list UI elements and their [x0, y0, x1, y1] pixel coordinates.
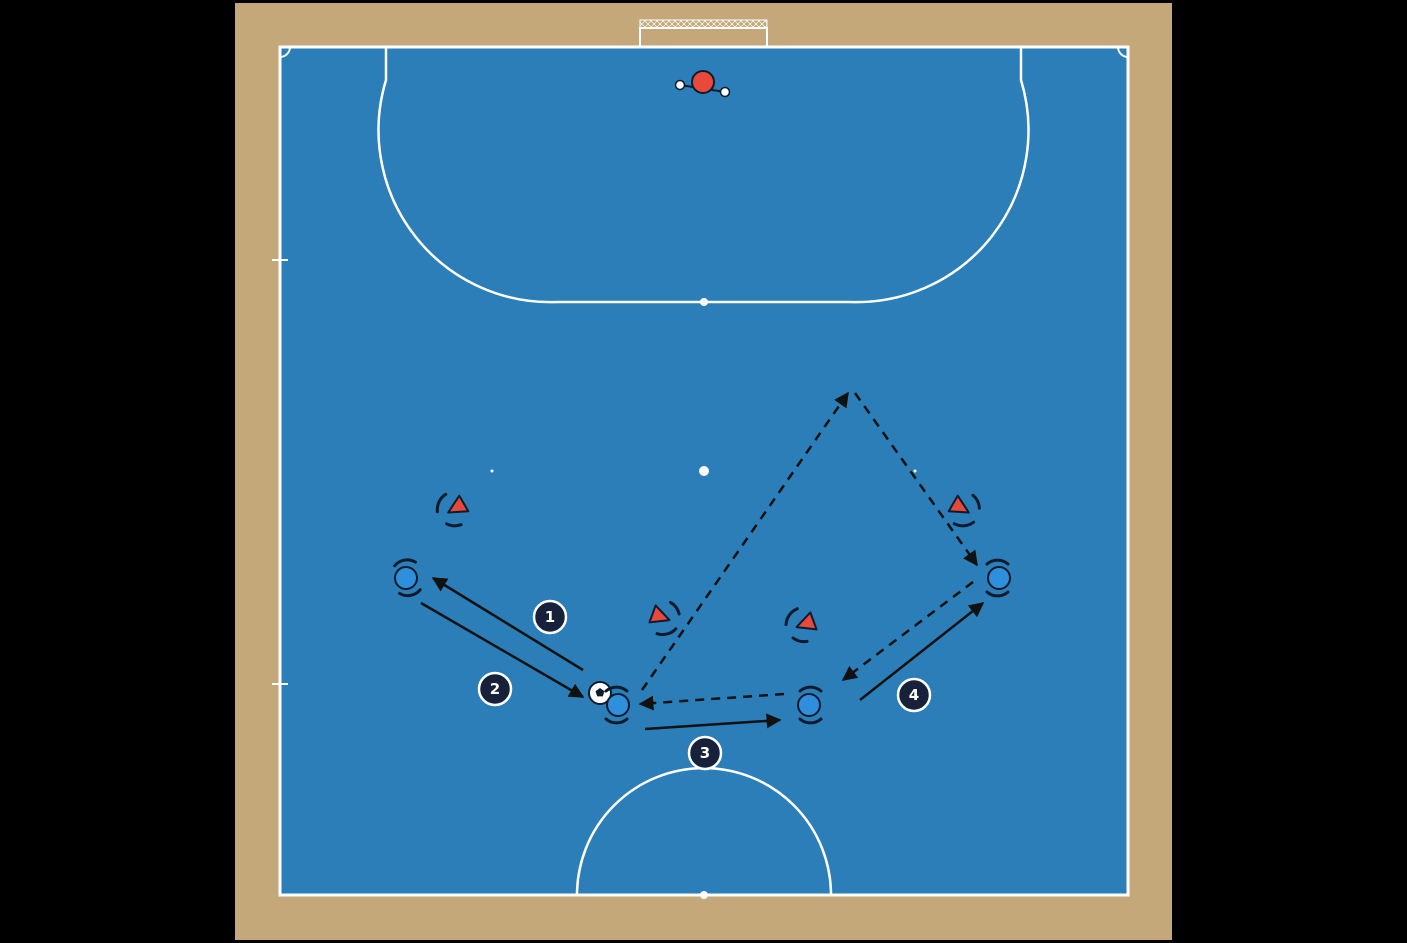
- step-marker-label: 1: [545, 608, 555, 626]
- step-marker-3: 3: [687, 735, 723, 771]
- step-marker-4: 4: [896, 677, 932, 713]
- step-marker-label: 3: [700, 744, 710, 762]
- pass-arrow-3: [644, 713, 782, 731]
- run-arrow-down: [853, 392, 979, 567]
- run-arrow-back-mid: [638, 692, 785, 711]
- small-mark-right: [913, 469, 917, 473]
- defender-player-icon: [784, 607, 818, 644]
- pass-arrows: [420, 576, 985, 731]
- penalty-spot: [700, 298, 708, 306]
- defender-player-icon: [648, 600, 681, 637]
- second-penalty-spot: [699, 466, 709, 476]
- defender-player-icon: [435, 492, 470, 528]
- corner-arc-top-left: [279, 46, 291, 58]
- run-arrow-up: [640, 391, 850, 691]
- pass-arrow-1: [431, 576, 584, 672]
- step-marker-1: 1: [532, 599, 568, 635]
- attacker-player-icon: [604, 685, 630, 725]
- pass-arrow-2: [420, 601, 585, 699]
- run-arrows: [638, 391, 979, 711]
- step-markers: 1 2 3 4: [477, 599, 932, 771]
- attacker-player-icon: [797, 685, 823, 725]
- step-marker-2: 2: [477, 671, 513, 707]
- attacker-player-icon: [393, 558, 422, 598]
- defender-player-icon: [947, 493, 981, 528]
- attackers: [393, 558, 1011, 725]
- penalty-area-line: [377, 47, 1030, 304]
- pass-arrow-4: [859, 602, 985, 701]
- soccer-ball-icon: [588, 681, 612, 705]
- step-marker-label: 4: [909, 686, 919, 704]
- goalkeeper-icon: [674, 70, 731, 98]
- step-marker-label: 2: [490, 680, 500, 698]
- small-mark-left: [490, 469, 494, 473]
- corner-arc-top-right: [1117, 46, 1129, 58]
- center-spot: [700, 891, 708, 899]
- run-arrow-back-right: [841, 581, 974, 681]
- attacker-player-icon: [985, 558, 1011, 598]
- defenders: [435, 492, 981, 644]
- goal-net-icon: [639, 19, 768, 47]
